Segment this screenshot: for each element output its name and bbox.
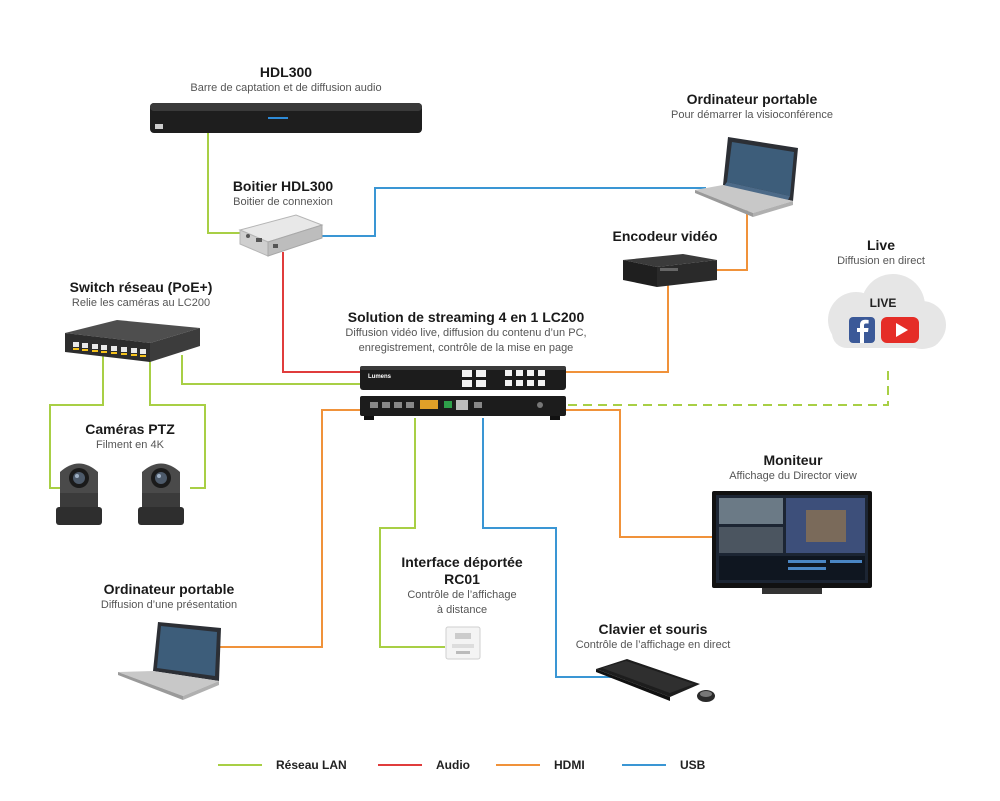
laptop-bottom-title: Ordinateur portable xyxy=(103,581,235,597)
rc01-subtitle-line1: Contrôle de l’affichage xyxy=(407,589,517,601)
usb-line-lc200-keyboard xyxy=(482,418,612,678)
hdmi-line-encoder-lc200 xyxy=(566,282,669,373)
cameras-subtitle: Filment en 4K xyxy=(96,439,164,451)
legend-swatch-lan xyxy=(218,764,262,766)
legend-label-hdmi: HDMI xyxy=(554,758,585,772)
moniteur-device xyxy=(712,491,872,594)
clavier-title: Clavier et souris xyxy=(598,621,708,637)
lc200-rear-unit xyxy=(360,396,566,420)
switch-label: Switch réseau (PoE+) Relie les caméras a… xyxy=(70,279,213,311)
facebook-icon xyxy=(849,317,875,343)
lc200-brand-logo: Lumens xyxy=(368,374,392,380)
lan-line-hdl300-boitier xyxy=(207,133,250,234)
lan-line-lc200-live xyxy=(568,368,889,406)
legend-label-usb: USB xyxy=(680,758,706,772)
moniteur-subtitle: Affichage du Director view xyxy=(729,470,857,482)
ptz-camera-1 xyxy=(56,463,102,525)
boitier-subtitle: Boitier de connexion xyxy=(233,196,333,208)
moniteur-label: Moniteur Affichage du Director view xyxy=(729,452,857,484)
live-subtitle: Diffusion en direct xyxy=(837,255,925,267)
laptop-top-label: Ordinateur portable Pour démarrer la vis… xyxy=(671,91,833,123)
encodeur-title: Encodeur vidéo xyxy=(612,228,718,244)
hdl300-soundbar xyxy=(150,103,422,133)
lc200-subtitle-line2: enregistrement, contrôle de la mise en p… xyxy=(358,342,574,354)
hdl300-label: HDL300 Barre de captation et de diffusio… xyxy=(190,64,381,96)
audio-line-boitier-lc200 xyxy=(282,252,362,373)
usb-line-boitier-laptop xyxy=(318,187,706,237)
youtube-icon xyxy=(881,317,919,343)
live-label: Live Diffusion en direct xyxy=(837,237,925,269)
rc01-subtitle-line2: à distance xyxy=(436,604,488,616)
rc01-label: Interface déportée RC01 Contrôle de l’af… xyxy=(401,554,522,618)
hdmi-line-laptop-encoder xyxy=(717,205,748,271)
keyboard-device xyxy=(596,659,700,701)
lan-line-lc200-rc01 xyxy=(379,418,445,648)
legend: Réseau LAN Audio HDMI USB xyxy=(0,758,1000,778)
switch-reseau-device xyxy=(65,320,200,362)
legend-item-usb: USB xyxy=(622,758,705,772)
hdl300-title: HDL300 xyxy=(259,64,313,80)
legend-label-lan: Réseau LAN xyxy=(276,758,347,772)
encodeur-video-device xyxy=(623,254,717,287)
hdmi-line-lc200-moniteur xyxy=(555,409,712,538)
boitier-title: Boitier HDL300 xyxy=(232,178,334,194)
lc200-subtitle-line1: Diffusion vidéo live, diffusion du conte… xyxy=(345,327,587,339)
laptop-bottom-label: Ordinateur portable Diffusion d’une prés… xyxy=(101,581,237,613)
laptop-bottom-subtitle: Diffusion d’une présentation xyxy=(100,599,238,611)
legend-swatch-usb xyxy=(622,764,666,766)
laptop-bottom-device xyxy=(118,622,221,700)
hdl300-subtitle: Barre de captation et de diffusion audio xyxy=(190,82,382,94)
moniteur-title: Moniteur xyxy=(763,452,823,468)
switch-subtitle: Relie les caméras au LC200 xyxy=(71,297,211,309)
switch-title: Switch réseau (PoE+) xyxy=(69,279,213,295)
boitier-label: Boitier HDL300 Boitier de connexion xyxy=(233,178,333,210)
rc01-title-line2: RC01 xyxy=(444,571,480,587)
lan-line-switch-camera1 xyxy=(49,355,104,489)
encodeur-label: Encodeur vidéo xyxy=(612,228,717,245)
clavier-subtitle: Contrôle de l’affichage en direct xyxy=(575,639,731,651)
rc01-device xyxy=(445,626,481,660)
lc200-front-unit xyxy=(360,366,566,390)
hdmi-line-lc200-laptop xyxy=(220,409,362,648)
legend-swatch-audio xyxy=(378,764,422,766)
laptop-top-title: Ordinateur portable xyxy=(686,91,818,107)
lc200-label: Solution de streaming 4 en 1 LC200 Diffu… xyxy=(345,309,586,356)
mouse-device xyxy=(697,690,715,702)
live-title: Live xyxy=(866,237,896,253)
cameras-title: Caméras PTZ xyxy=(85,421,175,437)
lc200-title: Solution de streaming 4 en 1 LC200 xyxy=(347,309,585,325)
legend-item-lan: Réseau LAN xyxy=(218,758,347,772)
laptop-top-device xyxy=(695,137,798,217)
legend-swatch-hdmi xyxy=(496,764,540,766)
cameras-label: Caméras PTZ Filment en 4K xyxy=(85,421,174,453)
boitier-hdl300-device xyxy=(238,214,324,257)
legend-item-audio: Audio xyxy=(378,758,470,772)
ptz-camera-2 xyxy=(138,463,184,525)
legend-item-hdmi: HDMI xyxy=(496,758,585,772)
rc01-title-line1: Interface déportée xyxy=(401,554,523,570)
legend-label-audio: Audio xyxy=(436,758,470,772)
lan-line-switch-lc200 xyxy=(181,355,360,385)
laptop-top-subtitle: Pour démarrer la visioconférence xyxy=(670,109,834,121)
lan-line-switch-camera2 xyxy=(149,355,206,489)
clavier-label: Clavier et souris Contrôle de l’affichag… xyxy=(576,621,731,653)
live-cloud-text: LIVE xyxy=(869,296,897,310)
